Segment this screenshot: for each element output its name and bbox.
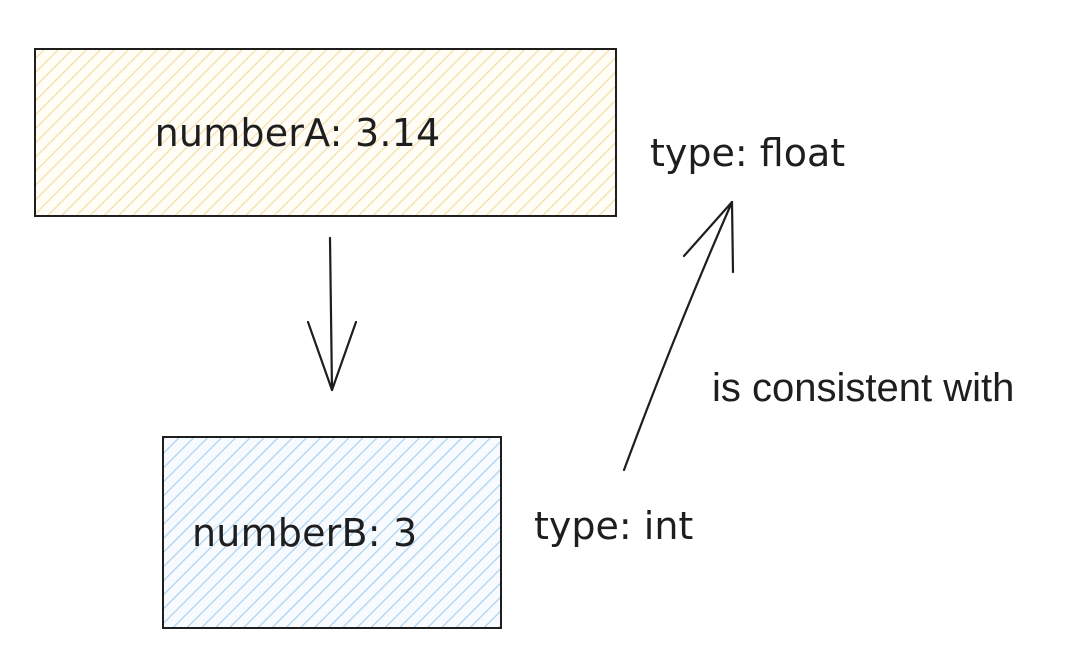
number-a-box: numberA: 3.14 (34, 48, 617, 217)
arrow-int-to-float (622, 200, 735, 472)
number-b-box: numberB: 3 (162, 436, 502, 629)
arrow-int-to-float-shaft (622, 200, 734, 472)
number-a-label: numberA: 3.14 (154, 110, 441, 155)
arrow-a-to-b (306, 236, 358, 392)
consistency-edge-label: is consistent with (712, 366, 1015, 410)
arrow-int-to-float-head (682, 200, 735, 274)
arrow-a-to-b-shaft (328, 236, 334, 392)
arrow-a-to-b-head (306, 320, 358, 392)
number-b-label: numberB: 3 (192, 510, 418, 555)
type-float-label: type: float (650, 131, 846, 175)
type-int-label: type: int (534, 504, 694, 548)
